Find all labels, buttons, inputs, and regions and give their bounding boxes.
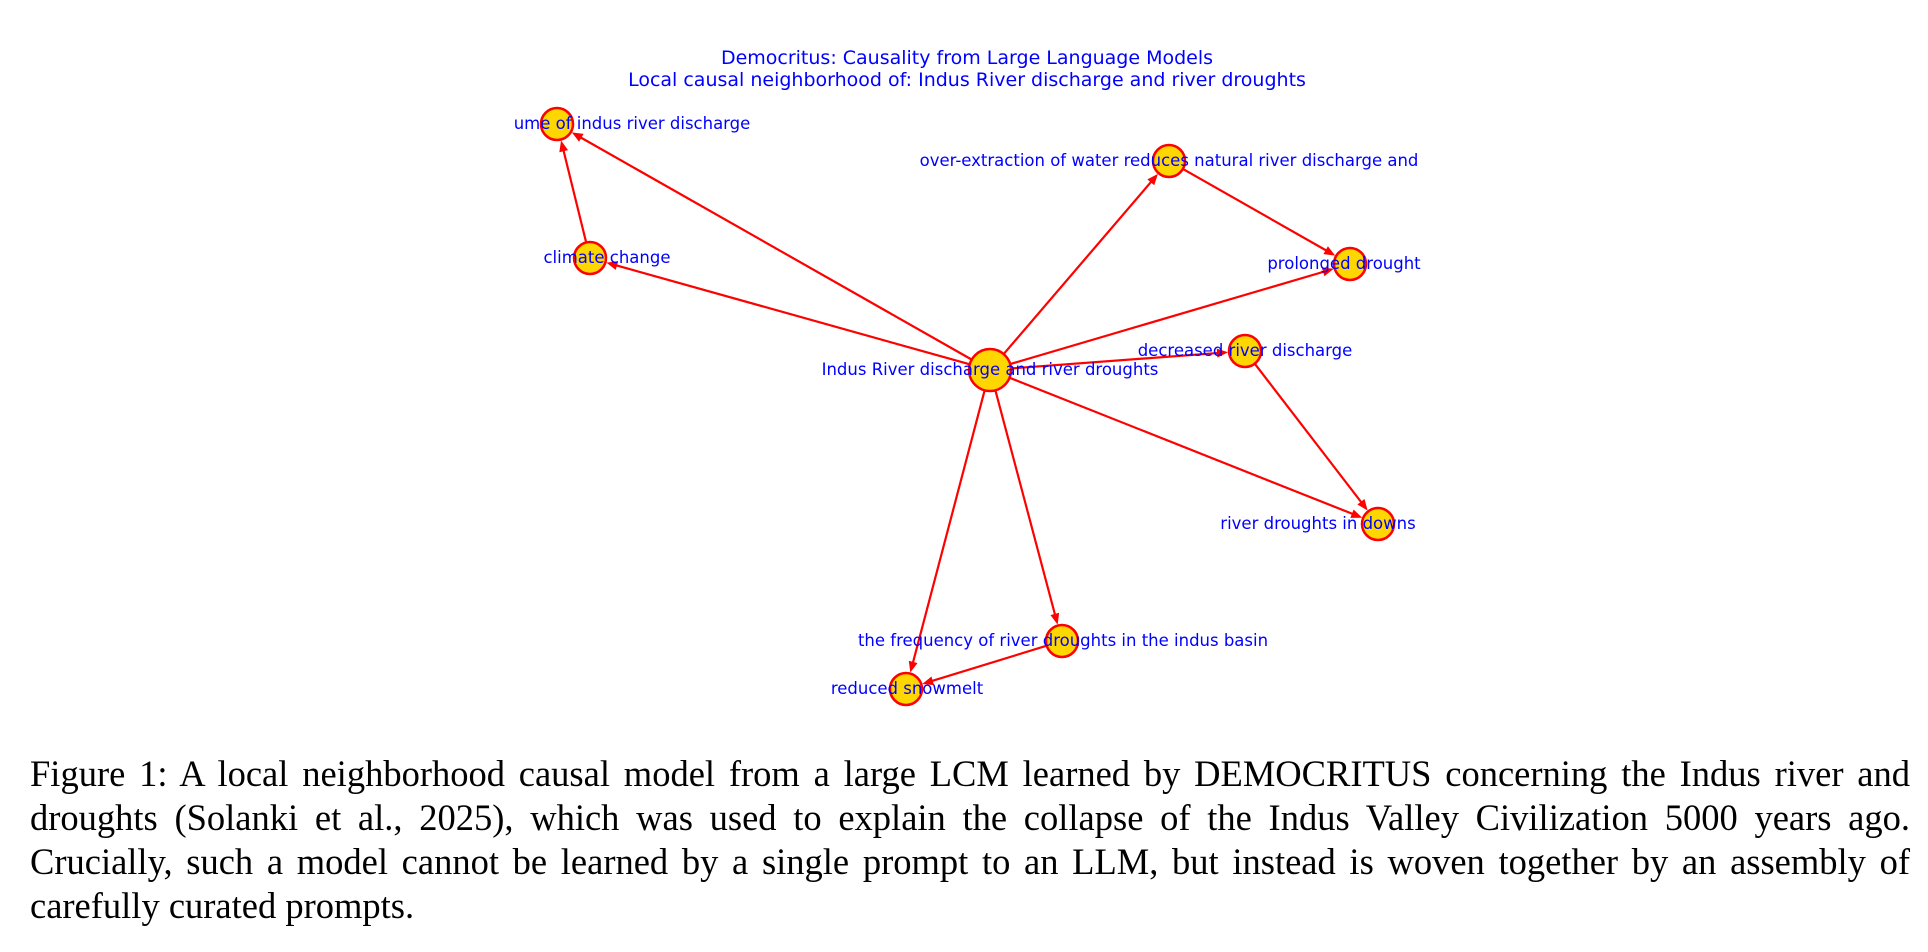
edge-line	[561, 146, 588, 243]
node-label-decreased: decreased river discharge	[1138, 341, 1353, 360]
node-label-downstream: river droughts in downs	[1220, 514, 1415, 533]
node-label-volume: ume of indus river discharge	[514, 114, 751, 133]
causal-graph-diagram: Democritus: Causality from Large Languag…	[514, 47, 1421, 707]
node-downstream	[1360, 506, 1396, 542]
edge-line	[611, 263, 971, 366]
edge-frequency-to-snowmelt	[922, 644, 1048, 686]
edge-decreased-to-downstream	[1253, 363, 1368, 511]
figure-caption: Figure 1: A local neighborhood causal mo…	[30, 753, 1910, 926]
node-label-center: Indus River discharge and river droughts	[822, 360, 1159, 379]
diagram-title: Democritus: Causality from Large Languag…	[721, 47, 1213, 69]
edge-line	[1182, 167, 1331, 254]
nodes-layer	[539, 106, 1396, 707]
node-snowmelt	[888, 671, 924, 707]
edge-arrowhead	[1321, 267, 1334, 277]
edge-arrowhead	[908, 660, 918, 673]
node-label-snowmelt: reduced snowmelt	[831, 679, 984, 698]
node-center	[967, 347, 1013, 393]
node-frequency	[1044, 623, 1080, 659]
edge-overext-to-prolonged	[1182, 167, 1336, 256]
edge-center-to-overext	[1002, 173, 1158, 355]
node-climate	[572, 240, 608, 276]
edge-center-to-decreased	[1010, 348, 1229, 370]
edge-line	[576, 134, 973, 361]
edge-line	[994, 390, 1058, 620]
edge-arrowhead	[1216, 348, 1229, 358]
edge-line	[1010, 351, 1223, 370]
edge-center-to-prolonged	[1009, 267, 1334, 366]
edge-line	[927, 644, 1048, 684]
edge-arrowhead	[1350, 509, 1363, 518]
node-label-frequency: the frequency of river droughts in the i…	[858, 631, 1268, 650]
edge-climate-to-volume	[559, 140, 588, 243]
edge-center-to-downstream	[1009, 376, 1363, 518]
node-prolonged	[1332, 246, 1368, 282]
edge-arrowhead	[571, 132, 584, 142]
edge-line	[910, 390, 986, 668]
edge-line	[1009, 376, 1358, 517]
edge-center-to-frequency	[994, 390, 1060, 625]
node-label-prolonged: prolonged drought	[1267, 254, 1421, 273]
edge-arrowhead	[1323, 246, 1336, 256]
edge-arrowhead	[922, 676, 935, 686]
node-overext	[1151, 143, 1187, 179]
node-label-overext: over-extraction of water reduces natural…	[920, 151, 1419, 170]
diagram-subtitle: Local causal neighborhood of: Indus Rive…	[628, 69, 1306, 91]
edge-line	[1253, 363, 1365, 507]
edge-arrowhead	[1357, 499, 1368, 511]
edge-line	[1002, 177, 1155, 355]
edge-center-to-climate	[606, 261, 971, 366]
edge-arrowhead	[1147, 173, 1158, 186]
node-label-climate: climate change	[543, 248, 670, 267]
edge-center-to-snowmelt	[908, 390, 986, 673]
edges-layer	[559, 132, 1368, 686]
edge-line	[1009, 269, 1329, 366]
edge-arrowhead	[559, 140, 569, 153]
node-decreased	[1227, 333, 1263, 369]
edge-arrowhead	[1050, 612, 1060, 625]
node-volume	[539, 106, 575, 142]
labels-layer: Indus River discharge and river droughts…	[514, 114, 1421, 698]
edge-arrowhead	[606, 261, 619, 270]
edge-center-to-volume	[571, 132, 973, 361]
